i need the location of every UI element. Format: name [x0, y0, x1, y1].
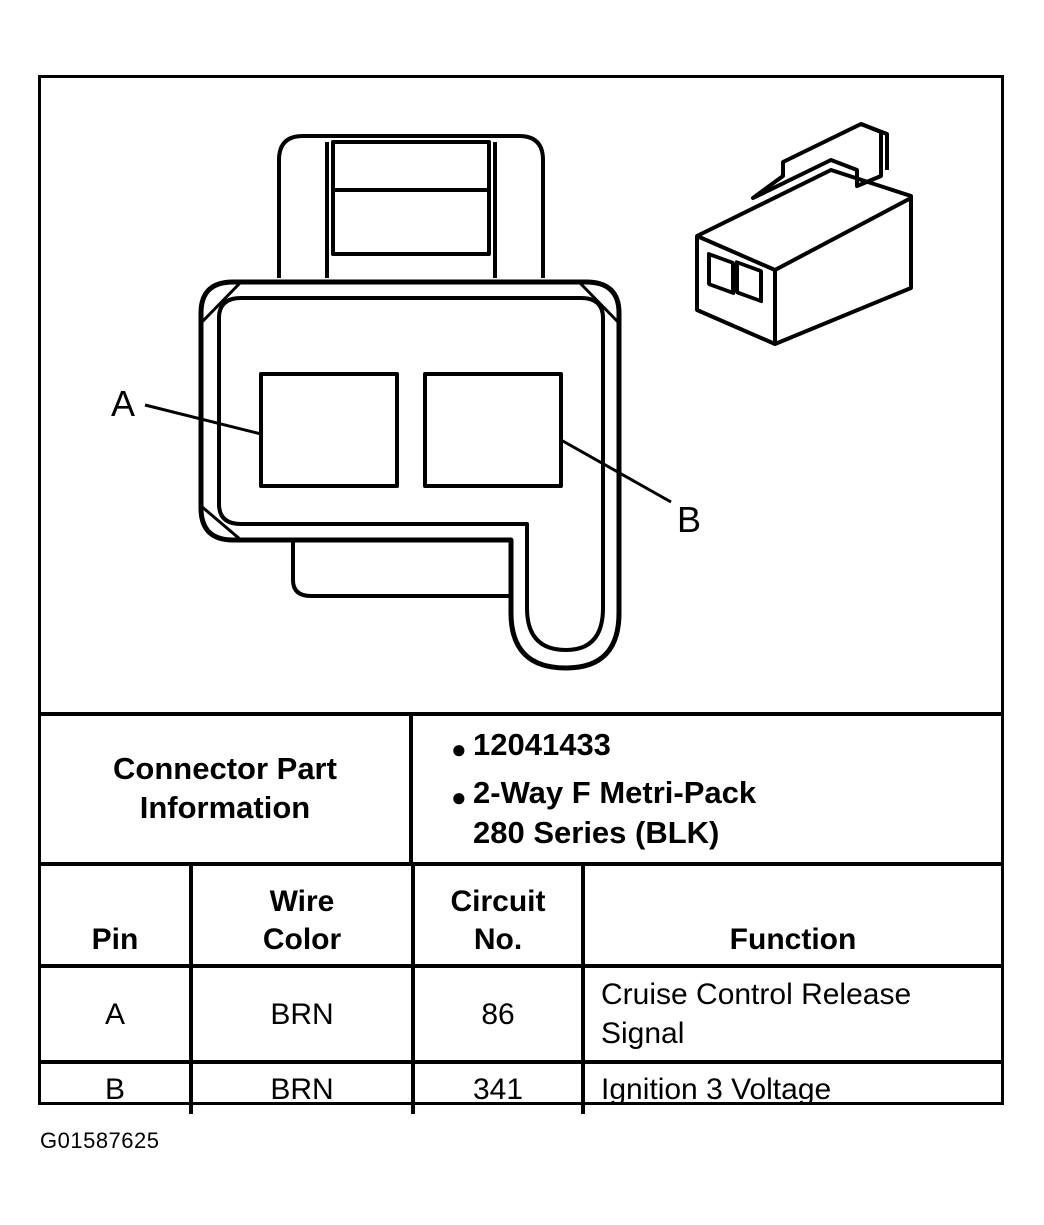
- cell-function: Ignition 3 Voltage: [581, 1060, 1001, 1114]
- pin-table-header: Pin Wire Color Circuit No. Function: [41, 862, 1001, 968]
- diagram-frame: A B Connector Part Information ● 1204143…: [38, 75, 1004, 1114]
- header-function: Function: [581, 862, 1001, 968]
- cell-function: Cruise Control Release Signal: [581, 964, 1001, 1064]
- part-number: 12041433: [473, 727, 611, 762]
- header-circuit-no: Circuit No.: [411, 862, 585, 968]
- bullet-icon: ●: [451, 782, 467, 812]
- figure-id: G01587625: [40, 1128, 160, 1153]
- connector-latch-window: [331, 140, 491, 256]
- table-row: A BRN 86 Cruise Control Release Signal: [41, 964, 1001, 1064]
- connector-body-inner: [217, 296, 605, 652]
- cell-wire-color: BRN: [189, 964, 415, 1064]
- connector-latch: [277, 134, 545, 278]
- connector-info-label-cell: Connector Part Information: [41, 716, 413, 862]
- callout-a: A: [111, 383, 136, 424]
- cavity-a: [259, 372, 399, 488]
- header-wire-color: Wire Color: [189, 862, 415, 968]
- connector-info-values: ● 12041433 ● 2-Way F Metri-Pack 280 Seri…: [413, 716, 1001, 862]
- connector-info-label: Connector Part Information: [113, 751, 337, 825]
- connector-iso-view: [695, 122, 913, 346]
- table-row: B BRN 341 Ignition 3 Voltage: [41, 1060, 1001, 1114]
- connector-face-drawing: [144, 122, 913, 671]
- cell-pin: B: [41, 1060, 193, 1114]
- bullet-icon: ●: [451, 734, 467, 764]
- cell-pin: A: [41, 964, 193, 1064]
- pin-table: Pin Wire Color Circuit No. Function A BR…: [41, 862, 1001, 1114]
- leader-line-b: [560, 438, 672, 504]
- cell-wire-color: BRN: [189, 1060, 415, 1114]
- leader-line-a: [144, 403, 262, 436]
- cavity-b: [423, 372, 563, 488]
- cell-circuit-no: 341: [411, 1060, 585, 1114]
- connector-info-row: Connector Part Information ● 12041433 ● …: [41, 712, 1001, 862]
- connector-series: 280 Series (BLK): [473, 815, 720, 850]
- header-pin: Pin: [41, 862, 193, 968]
- connector-body-outer: [198, 279, 622, 671]
- connector-key: [291, 540, 511, 598]
- connector-type: 2-Way F Metri-Pack: [473, 775, 757, 810]
- callout-b: B: [677, 499, 702, 540]
- cell-circuit-no: 86: [411, 964, 585, 1064]
